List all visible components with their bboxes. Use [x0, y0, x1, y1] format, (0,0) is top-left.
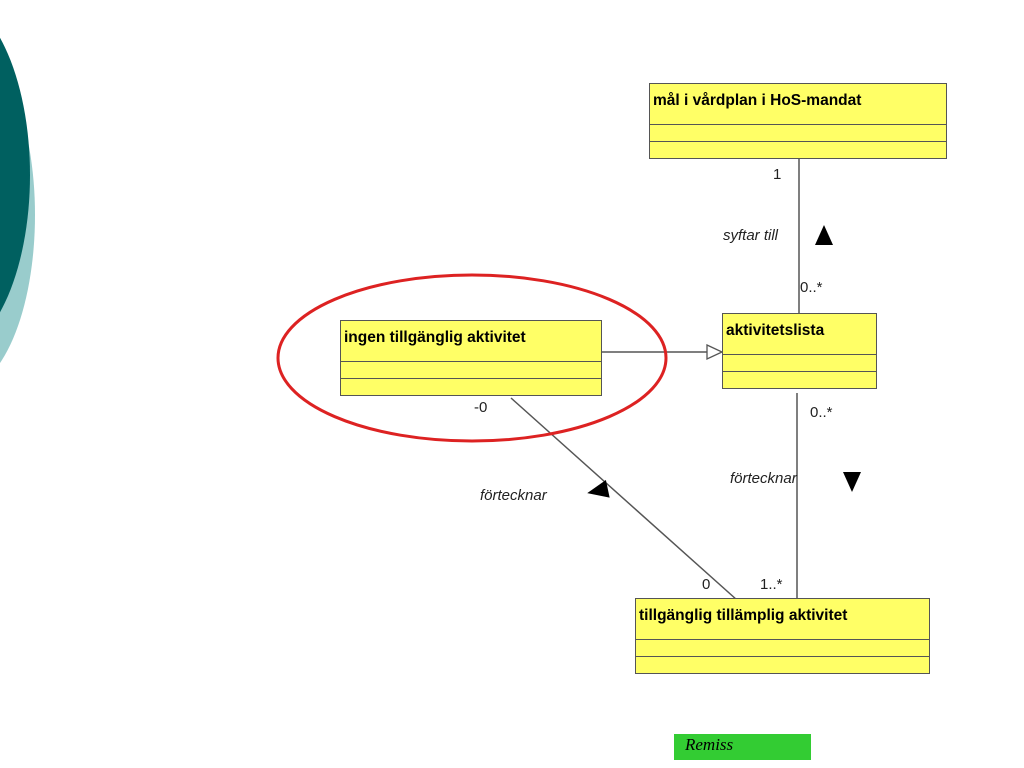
class-name: tillgänglig tillämplig aktivitet [636, 599, 929, 640]
multiplicity-label: 0..* [810, 404, 833, 421]
class-tillganglig-tillamplig-aktivitet[interactable]: tillgänglig tillämplig aktivitet [635, 598, 930, 674]
direction-arrow-up-icon [815, 225, 833, 245]
class-name: ingen tillgänglig aktivitet [341, 321, 601, 362]
class-attributes [650, 125, 946, 142]
class-name: aktivitetslista [723, 314, 876, 355]
association-label-fortecknar: förtecknar [480, 487, 547, 504]
multiplicity-label: 0..* [800, 279, 823, 296]
class-operations [341, 379, 601, 395]
multiplicity-label: -0 [474, 399, 488, 416]
class-attributes [636, 640, 929, 657]
class-operations [723, 372, 876, 388]
generalization-arrowhead [706, 343, 724, 361]
association-line-fortecknar-left [510, 397, 738, 601]
class-name: mål i vårdplan i HoS-mandat [650, 84, 946, 125]
direction-arrow-down-icon [843, 472, 861, 492]
class-mal-i-vardplan[interactable]: mål i vårdplan i HoS-mandat [649, 83, 947, 159]
deco-dark-ellipse [0, 37, 30, 313]
multiplicity-label: 1 [773, 166, 782, 183]
class-aktivitetslista[interactable]: aktivitetslista [722, 313, 877, 389]
slide-decoration [0, 37, 35, 364]
class-ingen-tillganglig-aktivitet[interactable]: ingen tillgänglig aktivitet [340, 320, 602, 396]
class-attributes [723, 355, 876, 372]
class-operations [636, 657, 929, 673]
association-label-fortecknar: förtecknar [730, 470, 797, 487]
multiplicity-label: 1..* [760, 576, 783, 593]
status-badge: Remiss [674, 734, 811, 760]
class-operations [650, 142, 946, 158]
association-label-syftar-till: syftar till [723, 227, 779, 244]
multiplicity-label: 0 [702, 576, 711, 593]
highlight-ellipse [276, 273, 668, 443]
class-attributes [341, 362, 601, 379]
